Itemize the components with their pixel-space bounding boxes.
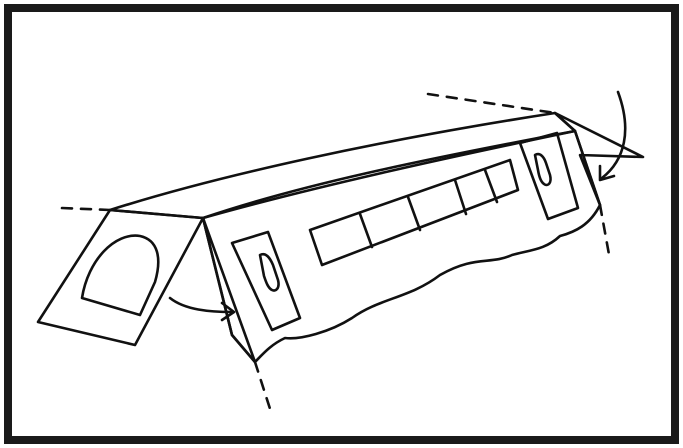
left-end-strip: [201, 216, 257, 364]
roof-panel: [108, 111, 577, 220]
left-door: [230, 230, 302, 332]
right-door-window: [533, 152, 552, 187]
right-fold-arrow: [600, 90, 627, 180]
fold-line-top: [426, 92, 557, 115]
front-window: [80, 234, 160, 317]
right-door: [518, 131, 580, 221]
fold-line-bottom-right: [598, 203, 612, 262]
fold-line-left: [60, 206, 112, 212]
right-fold-arrowhead: [598, 164, 616, 182]
front-fold-panel: [36, 208, 205, 347]
fold-line-bottom-left: [253, 360, 274, 417]
ink-group: [36, 90, 645, 417]
carriage-body: [201, 129, 602, 364]
frame-border: [4, 4, 679, 444]
window-divider-1: [358, 212, 374, 249]
window-divider-4: [483, 168, 499, 204]
left-fold-arrowhead: [220, 301, 236, 322]
window-divider-3: [453, 178, 468, 216]
window-divider-2: [406, 195, 422, 232]
rear-fold-panel: [553, 111, 645, 207]
window-band: [308, 158, 520, 267]
left-fold-arrow: [168, 296, 234, 314]
left-door-window: [258, 252, 280, 292]
